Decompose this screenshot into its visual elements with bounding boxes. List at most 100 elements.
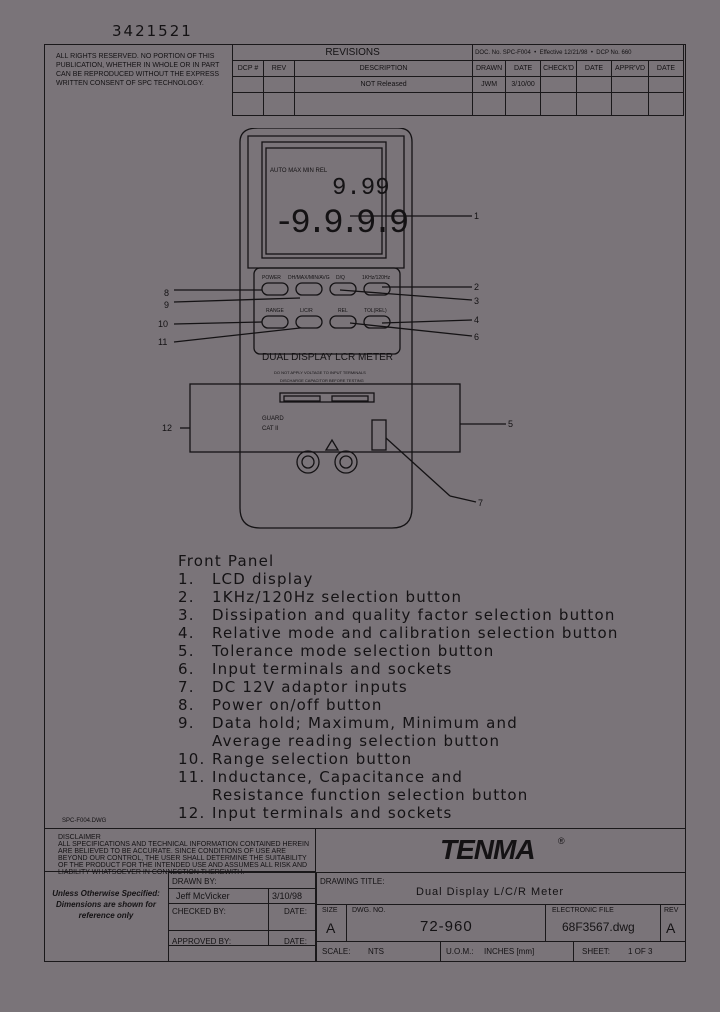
socket-label-1: GUARD xyxy=(262,416,284,422)
meter-body xyxy=(239,128,413,529)
item-text: 1KHz/120Hz selection button xyxy=(212,588,463,606)
item-num: 7. xyxy=(178,678,195,696)
drawing-title-label: DRAWING TITLE: xyxy=(320,877,385,886)
form-id: SPC-F004.DWG xyxy=(62,818,107,824)
list-item: Average reading selection button xyxy=(178,732,619,750)
col-drawn: DRAWN xyxy=(472,60,507,77)
button-label-freq: 1KHz/120Hz xyxy=(362,275,391,281)
callout-4: 4 xyxy=(474,315,479,325)
item-num: 11. xyxy=(178,768,206,786)
elec-file: 68F3567.dwg xyxy=(562,920,635,934)
col-approved: APPR'VD xyxy=(611,60,649,77)
approved-by-label: APPROVED BY: xyxy=(172,937,232,946)
meter-illustration: AUTO MAX MIN REL 9.99 -9.9.9.9 POWER DH/… xyxy=(158,128,513,529)
approved-date-label: DATE: xyxy=(284,937,307,946)
elec-file-label: ELECTRONIC FILE xyxy=(552,907,614,914)
button-label-rel: REL xyxy=(338,308,348,314)
list-item: 7. DC 12V adaptor inputs xyxy=(178,678,619,696)
drawn-by-label: DRAWN BY: xyxy=(172,877,217,886)
item-num: 12. xyxy=(178,804,206,822)
item-text: Dissipation and quality factor selection… xyxy=(212,606,616,624)
list-item: 5.Tolerance mode selection button xyxy=(178,642,619,660)
dwg-no-label: DWG. NO. xyxy=(352,907,386,914)
item-text: Average reading selection button xyxy=(212,732,501,750)
tenma-logo: TENMA xyxy=(440,834,536,865)
registered-mark-icon: ® xyxy=(558,836,565,846)
list-item: Resistance function selection button xyxy=(178,786,619,804)
callout-6: 6 xyxy=(474,332,479,342)
callout-1: 1 xyxy=(474,211,479,221)
button-label-range: RANGE xyxy=(266,308,284,314)
dwg-no: 72-960 xyxy=(420,918,473,935)
row-drawn: JWM xyxy=(472,76,507,93)
callout-9: 9 xyxy=(164,300,169,310)
doc-header: DOC. No. SPC-F004 • Effective 12/21/98 •… xyxy=(472,44,684,61)
col-description: DESCRIPTION xyxy=(293,60,474,77)
button-label-dq: D/Q xyxy=(336,275,345,281)
revisions-table: REVISIONS DOC. No. SPC-F004 • Effective … xyxy=(231,44,684,116)
drawing-title: Dual Display L/C/R Meter xyxy=(416,886,565,898)
item-num xyxy=(178,732,212,750)
row-date: 3/10/00 xyxy=(505,76,542,93)
item-text: Relative mode and calibration selection … xyxy=(212,624,619,642)
model-label: DUAL DISPLAY LCR METER xyxy=(262,352,393,363)
item-num: 9. xyxy=(178,714,195,732)
callout-3: 3 xyxy=(474,296,479,306)
sheet-label: SHEET: xyxy=(582,947,611,956)
list-item: 12. Input terminals and sockets xyxy=(178,804,619,822)
button-label-dh: DH/MAX/MIN/AVG xyxy=(288,275,330,281)
disclaimer-text: ALL SPECIFICATIONS AND TECHNICAL INFORMA… xyxy=(58,841,309,876)
item-text: LCD display xyxy=(212,570,314,588)
col-date3: DATE xyxy=(648,60,684,77)
scale-value: NTS xyxy=(368,947,384,956)
lcd-screen xyxy=(261,141,387,259)
col-rev: REV xyxy=(263,60,295,77)
callout-11: 11 xyxy=(158,337,167,347)
item-text: Inductance, Capacitance and xyxy=(212,768,464,786)
col-dcp: DCP # xyxy=(232,60,264,77)
list-item: 4. Relative mode and calibration selectio… xyxy=(178,624,619,642)
item-num xyxy=(178,786,212,804)
warning-line-2: DISCHARGE CAPACITOR BEFORE TESTING xyxy=(280,378,364,383)
power-button-shape xyxy=(261,282,289,296)
row-description: NOT Released xyxy=(293,76,474,93)
col-date: DATE xyxy=(505,60,542,77)
front-panel-list: Front Panel 1.LCD display 2. 1KHz/120Hz s… xyxy=(178,552,619,822)
item-text: Power on/off button xyxy=(212,696,383,714)
item-text: Data hold; Maximum, Minimum and xyxy=(212,714,518,732)
unless-note: Unless Otherwise Specified: Dimensions a… xyxy=(52,889,160,920)
handwritten-number: 3421521 xyxy=(112,22,193,40)
button-label-lcr: L/C/R xyxy=(300,308,313,314)
item-num: 8. xyxy=(178,696,195,714)
list-item: 3. Dissipation and quality factor selecti… xyxy=(178,606,619,624)
callout-12: 12 xyxy=(162,423,172,433)
dcp-no: DCP No. 660 xyxy=(596,49,632,56)
copyright-notice: ALL RIGHTS RESERVED. NO PORTION OF THIS … xyxy=(56,53,220,87)
list-item: 2. 1KHz/120Hz selection button xyxy=(178,588,619,606)
list-item: 1.LCD display xyxy=(178,570,619,588)
uom-value: INCHES [mm] xyxy=(484,947,535,956)
front-panel-title: Front Panel xyxy=(178,552,275,570)
button-label-tol: TOL(REL) xyxy=(364,308,387,314)
callout-7: 7 xyxy=(478,498,483,508)
button-label-power: POWER xyxy=(262,275,281,281)
doc-no: DOC. No. SPC-F004 xyxy=(475,49,531,56)
callout-8: 8 xyxy=(164,288,169,298)
size-value: A xyxy=(326,920,336,936)
item-text: Range selection button xyxy=(212,750,413,768)
revisions-header-row: DCP # REV DESCRIPTION DRAWN DATE CHECK'D… xyxy=(232,60,684,77)
revisions-row: NOT Released JWM 3/10/00 xyxy=(232,76,684,93)
item-text: Input terminals and sockets xyxy=(212,804,453,822)
item-text: DC 12V adaptor inputs xyxy=(212,678,408,696)
list-item: 6.Input terminals and sockets xyxy=(178,660,619,678)
item-num: 4. xyxy=(178,624,195,642)
item-num: 5. xyxy=(178,642,195,660)
callout-2: 2 xyxy=(474,282,479,292)
rev-label: REV xyxy=(664,907,679,914)
checked-by-label: CHECKED BY: xyxy=(172,907,226,916)
item-num: 3. xyxy=(178,606,195,624)
uom-label: U.O.M.: xyxy=(446,947,474,956)
item-num: 6. xyxy=(178,660,195,678)
revisions-title: REVISIONS xyxy=(231,44,474,61)
item-num: 2. xyxy=(178,588,195,606)
